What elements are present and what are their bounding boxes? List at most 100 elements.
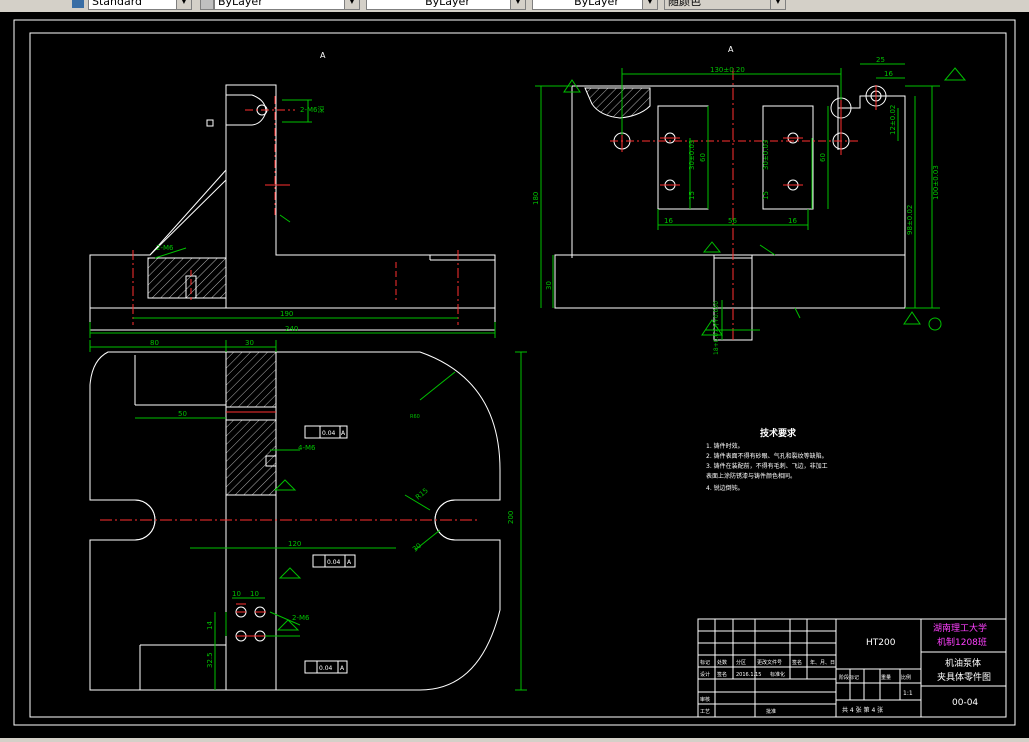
tech-req-line-2: 2. 铸件表面不得有砂眼、气孔和裂纹等缺陷。 (706, 452, 828, 460)
title-stage: 阶段标记 (839, 674, 859, 681)
dim-16a: 16 (664, 217, 673, 225)
tb-row2-c0: 设计 (700, 671, 710, 678)
dim-200: 200 (507, 511, 515, 524)
hole-2m6: 2-M6 (292, 614, 310, 622)
dim-240: 240 (285, 325, 298, 333)
tech-req-title: 技术要求 (760, 427, 797, 439)
title-material: HT200 (866, 638, 896, 648)
tech-req-line-3: 3. 铸件在装配前，不得有毛刺、飞边，非加工 (706, 462, 828, 470)
dim-14: 14 (206, 621, 214, 630)
hole-2m6-deep: 2-M6深 (300, 105, 324, 114)
drawing-canvas[interactable]: A A 190 240 80 30 50 120 200 130±0.20 25… (0, 12, 1029, 738)
tb-row2-c3: 标准化 (770, 671, 785, 678)
color-value: ByLayer (218, 0, 263, 8)
tolerance-datum-3: A (340, 665, 345, 672)
left-elevation-centerlines (132, 96, 459, 325)
dim-30c: 30 (545, 281, 553, 290)
title-part-2: 夹具体零件图 (937, 671, 991, 683)
lineweight-value: ByLayer (574, 0, 619, 8)
dim-30b: 30±0.03 (762, 140, 770, 170)
outer-border (13, 19, 1016, 726)
dim-325: 32.5 (206, 652, 214, 668)
tb-approve: 批准 (766, 708, 776, 715)
dim-60b: 60 (819, 153, 827, 162)
tolerance-3: 0.04 (319, 665, 333, 672)
dim-190: 190 (280, 310, 293, 318)
left-elevation-view (89, 84, 496, 331)
title-school: 湖南理工大学 (933, 622, 987, 634)
dim-180: 180 (532, 192, 540, 205)
left-plan-centerlines (100, 411, 480, 637)
plotstyle-dropdown[interactable]: 随颜色 ▼ (664, 0, 786, 10)
left-plan-tolerance-boxes (304, 425, 356, 674)
hole-2m6-elev: 2-M6 (156, 244, 174, 252)
dim-30: 30 (245, 339, 254, 347)
textstyle-icon[interactable] (72, 0, 84, 8)
properties-toolbar: Standard ▼ ByLayer ▼ ByLayer ▼ ByLayer ▼ 随颜色… (0, 0, 1029, 13)
dim-12: 12±0.02 (889, 105, 897, 135)
title-class: 机制1208班 (937, 636, 987, 648)
tb-process: 工艺 (700, 709, 710, 715)
tb-row2-c2: 2016.1.15 (736, 672, 761, 678)
tech-req-line-4: 表面上涂防锈漆与铸件颜色相同。 (706, 472, 796, 480)
tb-row1-c1: 处数 (717, 659, 727, 666)
color-dropdown[interactable]: ByLayer▼ (214, 0, 360, 10)
tb-row2-c1: 签名 (717, 671, 727, 678)
view-label-left: A (320, 51, 326, 60)
title-weight: 重量 (881, 674, 891, 681)
left-plan-view (89, 351, 501, 691)
left-plan-dims (89, 340, 527, 691)
tech-req-line-5: 4. 锐边倒钝。 (706, 484, 744, 492)
title-ratio: 比例 (901, 674, 911, 681)
dim-15b: 15 (762, 191, 770, 200)
title-sheet: 共 4 张 第 4 张 (842, 706, 883, 714)
title-part-1: 机油泵体 (945, 657, 981, 669)
textstyle-dropdown[interactable]: Standard ▼ (88, 0, 192, 10)
textstyle-value: Standard (92, 0, 143, 8)
dim-30r: 30 (411, 542, 423, 554)
tb-row1-c5: 年、月、日 (810, 659, 835, 666)
dim-60a: 60 (699, 153, 707, 162)
layer-icon[interactable] (200, 0, 214, 10)
tolerance-datum-1: A (341, 430, 346, 437)
dim-10b: 10 (250, 590, 259, 598)
tech-req-line-1: 1. 铸件时效。 (706, 442, 744, 450)
left-elevation-dims (89, 99, 496, 338)
dim-100: 100±0.03 (932, 165, 940, 200)
chevron-down-icon: ▼ (642, 0, 657, 9)
title-scale: 1:1 (903, 690, 913, 697)
dim-r60: R60 (410, 414, 420, 420)
chevron-down-icon: ▼ (770, 0, 785, 9)
dim-56: 56 (728, 217, 737, 225)
drawing-svg: A A 190 240 80 30 50 120 200 130±0.20 25… (13, 19, 1016, 726)
section-hatch (147, 257, 227, 299)
tb-row1-c3: 更改文件号 (757, 659, 782, 666)
dim-80: 80 (150, 339, 159, 347)
chevron-down-icon: ▼ (176, 0, 191, 9)
tolerance-datum-2: A (347, 559, 352, 566)
hole-4m6: 4-M6 (298, 444, 316, 452)
dim-50: 50 (178, 410, 187, 418)
title-code: 00-04 (952, 698, 978, 708)
tb-row1-c0: 标记 (700, 659, 710, 666)
dim-130: 130±0.20 (710, 66, 745, 74)
view-label-right: A (728, 45, 734, 54)
linetype-dropdown[interactable]: ByLayer▼ (366, 0, 526, 10)
tb-row1-c2: 分区 (736, 659, 746, 666)
right-view (554, 85, 906, 341)
tolerance-2: 0.04 (327, 559, 341, 566)
dim-25: 25 (876, 56, 885, 64)
linetype-value: ByLayer (425, 0, 470, 8)
plotstyle-value: 随颜色 (668, 0, 701, 8)
dim-16b: 16 (788, 217, 797, 225)
tb-check: 审核 (700, 696, 710, 703)
dim-30a: 30±0.03 (688, 140, 696, 170)
right-view-dims (535, 63, 967, 340)
tb-row1-c4: 签名 (792, 659, 802, 666)
dim-120: 120 (288, 540, 301, 548)
technical-requirements: 技术要求 1. 铸件时效。 2. 铸件表面不得有砂眼、气孔和裂纹等缺陷。 3. … (706, 427, 828, 492)
dim-r15: R15 (414, 487, 430, 502)
dim-10a: 10 (232, 590, 241, 598)
dim-15a: 15 (688, 191, 696, 200)
lineweight-dropdown[interactable]: ByLayer ▼ (532, 0, 658, 10)
